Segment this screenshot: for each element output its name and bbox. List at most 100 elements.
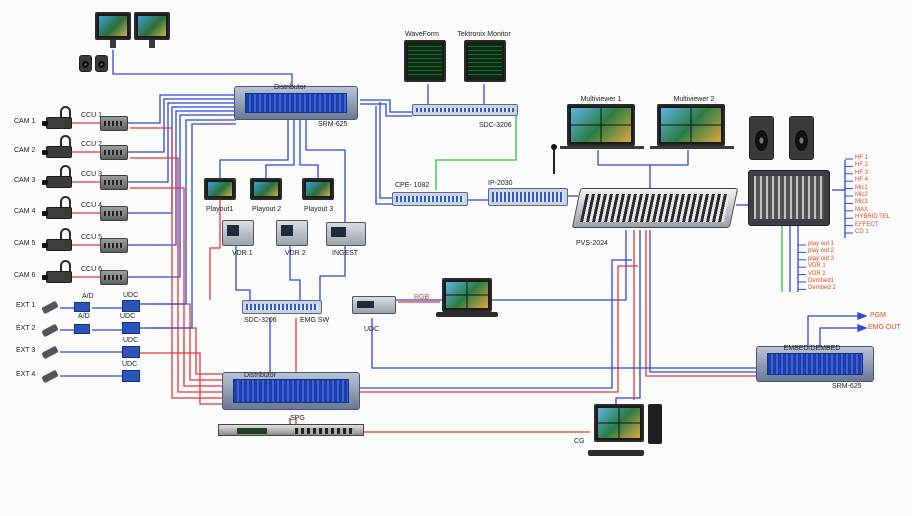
ext-label-4: EXT 4 (16, 371, 36, 378)
ccu-label-6: CCU 6 (81, 266, 103, 273)
audio-source-label-6: Dembed1 (808, 278, 835, 284)
udc-mid-label: UDC (364, 326, 380, 333)
udc-converter-1 (122, 300, 140, 312)
distributor-top (234, 86, 358, 120)
audio-input-fan (845, 158, 853, 234)
camera-4 (42, 207, 72, 219)
udc2-label: UDC (120, 313, 136, 320)
pvs-2024-switcher (571, 188, 739, 228)
ip-label: IP-2030 (488, 180, 513, 187)
udc-converter-2 (122, 322, 140, 334)
audio-input-label-3: HF 3 (855, 169, 869, 176)
playout1-label: Playout1 (206, 206, 234, 213)
ad1-label: A/D (82, 293, 94, 300)
ingest-deck (326, 222, 366, 246)
cam-label-6: CAM 6 (14, 272, 36, 279)
sdc-mid (242, 300, 322, 314)
ext-label-2: EXT 2 (16, 325, 36, 332)
udc-mid-device (352, 296, 396, 314)
ext-label-3: EXT 3 (16, 347, 36, 354)
udc-converter-3 (122, 346, 140, 358)
cg-label: CG (574, 438, 585, 445)
ccu-label-5: CCU 5 (81, 234, 103, 241)
ext-label-1: EXT 1 (16, 302, 36, 309)
multiviewer2-monitor (657, 104, 725, 146)
distributor-top-label: Distributor (274, 84, 306, 91)
cpe-1082 (392, 192, 468, 206)
ccu-unit-1 (100, 116, 128, 131)
ccu-label-1: CCU 1 (81, 112, 103, 119)
vdr1-deck (222, 220, 254, 246)
cg-tower (648, 404, 662, 444)
top-speaker-right (95, 55, 108, 72)
cam-label-3: CAM 3 (14, 177, 36, 184)
distributor-bottom-label: Distributor (244, 372, 276, 379)
tektronix-label: Tektronix Monitor (457, 31, 511, 38)
udc-converter-4 (122, 370, 140, 382)
audio-source-label-4: VDR 1 (808, 263, 826, 270)
headset-icon-2 (60, 135, 71, 146)
headset-icon-5 (60, 228, 71, 239)
ccu-label-4: CCU 4 (81, 202, 103, 209)
sdc-top-label: SDC-3206 (479, 122, 512, 129)
audio-input-label-2: HF 2 (855, 162, 869, 169)
multiviewer1-label: Multiviewer 1 (580, 96, 622, 103)
distributor-bottom (222, 372, 360, 410)
ccu-unit-5 (100, 238, 128, 253)
laptop-screen (442, 278, 492, 312)
audio-input-label-9: HYBRID TEL (855, 214, 891, 221)
ad2-label: A/D (78, 313, 90, 320)
udc4-label: UDC (122, 361, 138, 368)
tektronix-monitor (464, 40, 506, 82)
ingest-label: INGEST (332, 250, 359, 257)
audio-source-label-5: VDR 2 (808, 270, 826, 277)
cg-monitor (594, 404, 644, 442)
srm-right-label: SRM-625 (832, 383, 862, 390)
cpe-label: CPE- 1082 (395, 182, 430, 189)
cg-keyboard (588, 450, 644, 456)
pgm-label: PGM (870, 312, 886, 319)
ccu-unit-2 (100, 145, 128, 160)
vdr2-deck (276, 220, 308, 246)
ip-2030 (488, 188, 568, 206)
camera-6 (42, 271, 72, 283)
audio-input-label-6: Mic2 (855, 192, 868, 198)
ccu-label-3: CCU 3 (81, 171, 103, 178)
headset-icon-1 (60, 106, 71, 117)
wire-ccu1-dist (128, 94, 236, 124)
speaker-right-1 (749, 116, 774, 160)
sdc-top (412, 104, 518, 116)
top-speaker-left (79, 55, 92, 72)
rgb-label: RGB (414, 294, 430, 301)
headset-icon-3 (60, 165, 71, 176)
ccu-unit-3 (100, 175, 128, 190)
ccu-label-2: CCU 2 (81, 141, 103, 148)
camera-5 (42, 239, 72, 251)
audio-input-label-4: HF 4 (855, 177, 869, 184)
cam-label-2: CAM 2 (14, 147, 36, 154)
audio-input-label-7: Mic3 (855, 199, 868, 206)
ad-converter-1 (74, 302, 90, 312)
wire-ccu2-dist (128, 98, 236, 153)
audio-input-label-11: CD 1 (855, 229, 869, 235)
embed-dembed-rack (756, 346, 874, 382)
audio-source-label-7: Dembed 2 (808, 285, 836, 292)
playout3-monitor (302, 178, 334, 200)
pvs-label: PVS-2024 (576, 240, 608, 247)
embed-label: EMBED/DEMBED (783, 345, 841, 352)
ccu-unit-6 (100, 270, 128, 285)
audio-input-label-1: HF 1 (855, 155, 869, 161)
audio-source-label-2: play out 2 (808, 248, 835, 255)
vdr2-label: VDR 2 (285, 250, 306, 257)
laptop-base (436, 312, 498, 317)
top-monitor-left (95, 12, 131, 40)
camera-3 (42, 176, 72, 188)
wire-ccu5-dist (128, 110, 236, 246)
playout3-label: Playout 3 (304, 206, 334, 213)
audio-source-label-1: play out 1 (808, 241, 835, 247)
wire-ccu6-dist (128, 114, 236, 278)
speaker-right-2 (789, 116, 814, 160)
headset-icon-6 (60, 260, 71, 271)
playout2-label: Playout 2 (252, 206, 282, 213)
